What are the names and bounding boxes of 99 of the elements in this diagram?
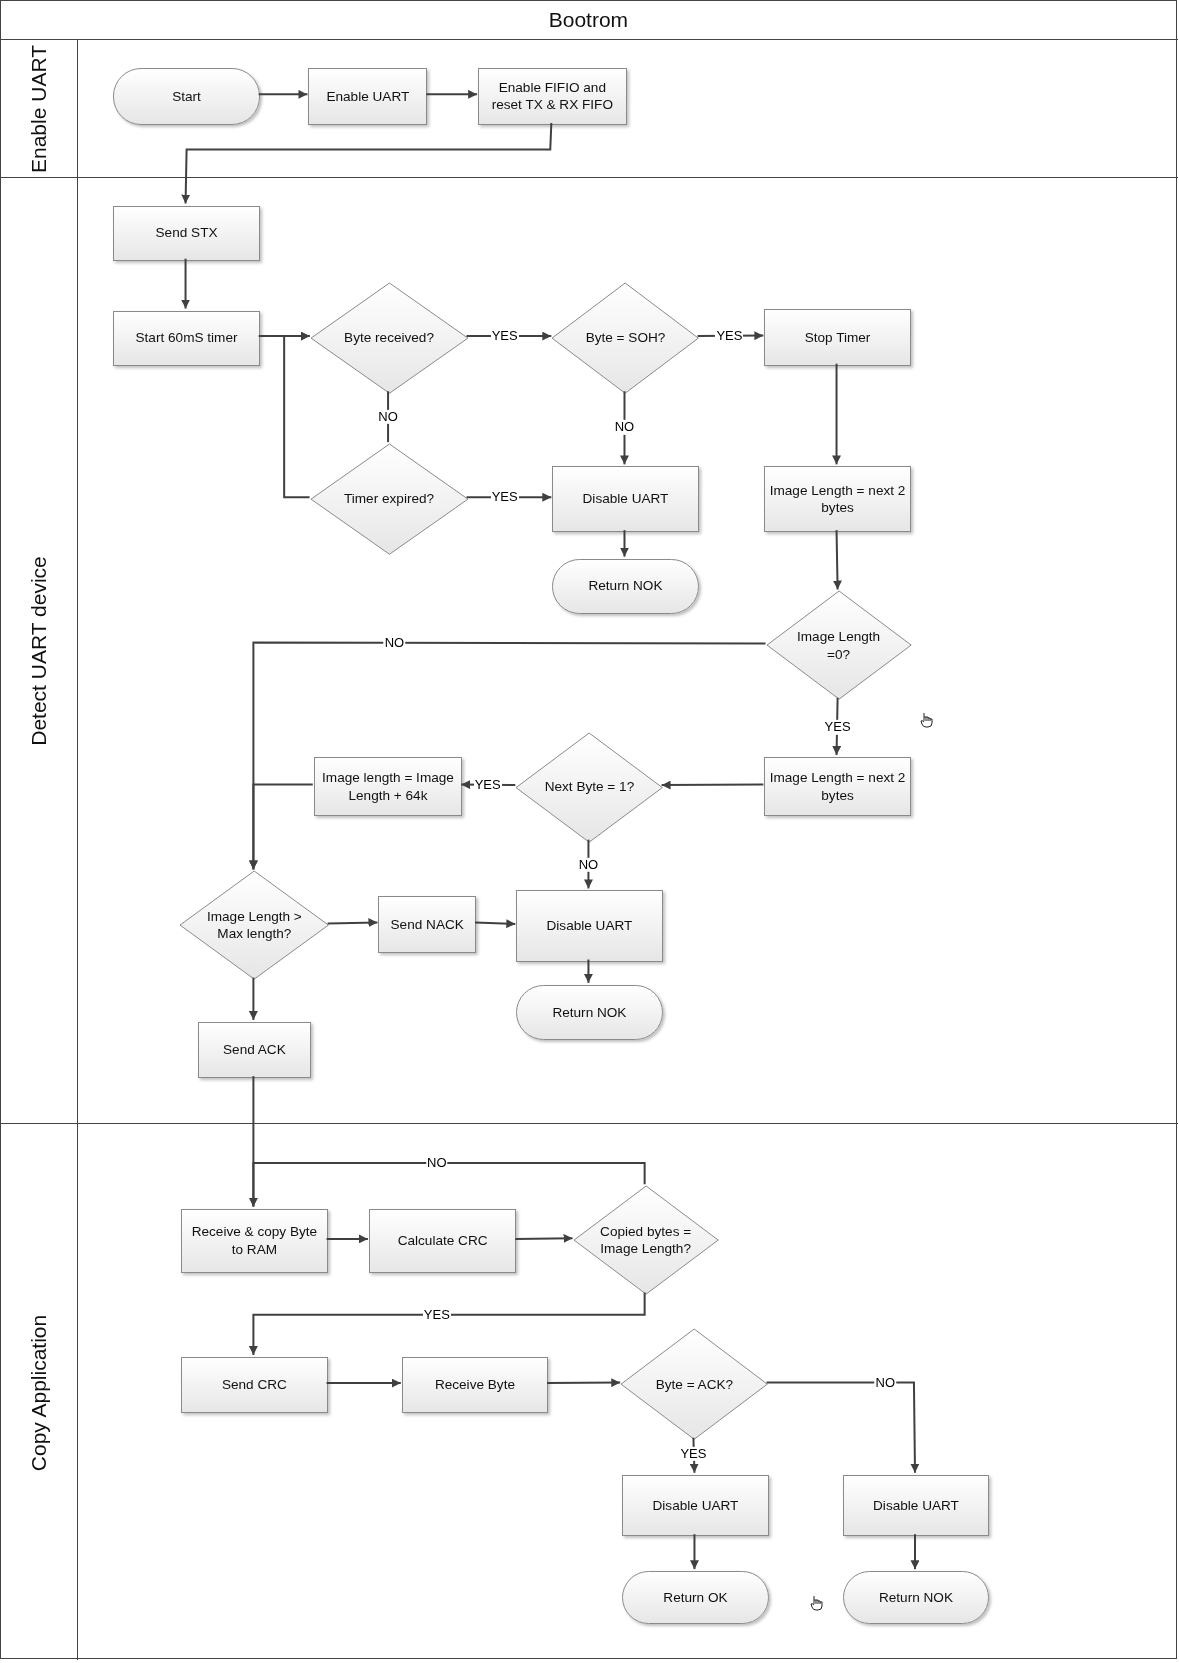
process-box xyxy=(764,756,911,817)
decision-diamond xyxy=(552,282,699,394)
process-box xyxy=(113,310,260,366)
connector-arrow xyxy=(832,529,842,591)
node-label: Return NOK xyxy=(551,1003,628,1022)
terminator-shape xyxy=(842,1571,990,1625)
node-label: Start xyxy=(171,87,202,106)
swimlane-lane xyxy=(1,1122,1178,1661)
node-label: Send NACK xyxy=(389,915,465,934)
edge-label: YES xyxy=(679,1446,708,1461)
node-label: Receive Byte xyxy=(433,1376,516,1394)
connector-arrow xyxy=(325,1378,402,1388)
connector-arrow xyxy=(257,89,309,99)
node-label: Disable UART xyxy=(545,917,634,935)
node-label: Start 60mS timer xyxy=(134,329,239,347)
node-label: Disable UART xyxy=(651,1496,740,1515)
edge-label: NO xyxy=(874,1375,897,1390)
process-box xyxy=(622,1474,769,1537)
node-label: Image Length > Max length? xyxy=(205,907,303,944)
edge-label: YES xyxy=(473,777,502,792)
edge-label: NO xyxy=(613,420,636,435)
node-label: Image Length = next 2 bytes xyxy=(768,481,907,517)
swimlane-lane xyxy=(1,39,1178,177)
node-label: Byte = SOH? xyxy=(584,329,667,347)
process-box xyxy=(308,67,428,125)
node-label: Receive & copy Byte to RAM xyxy=(190,1223,319,1259)
node-label: Send ACK xyxy=(222,1041,287,1059)
connector-arrow xyxy=(181,257,191,310)
pool-title: Bootrom xyxy=(547,7,630,33)
node-label: Enable FIFIO and reset TX & RX FIFO xyxy=(490,78,614,114)
connector-arrow xyxy=(248,976,258,1021)
process-box xyxy=(516,890,663,962)
process-box xyxy=(313,756,463,817)
connector-arrow xyxy=(326,918,379,928)
decision-diamond xyxy=(180,871,329,980)
decision-diamond xyxy=(766,591,911,700)
terminator-shape xyxy=(516,984,663,1040)
node-label: Timer expired? xyxy=(342,490,436,509)
node-label: Disable UART xyxy=(581,490,670,509)
node-label: Send CRC xyxy=(220,1376,288,1394)
edge-label: NO xyxy=(383,635,406,650)
edge-label: NO xyxy=(577,858,600,873)
connector-arrow xyxy=(546,1378,622,1388)
process-box xyxy=(113,205,260,261)
process-box xyxy=(181,1357,328,1414)
decision-diamond xyxy=(310,444,468,555)
process-box xyxy=(198,1021,311,1079)
terminator-shape xyxy=(113,67,260,125)
node-label: Copied bytes = Image Length? xyxy=(599,1222,693,1258)
node-label: Image Length =0? xyxy=(796,627,882,664)
process-box xyxy=(368,1208,517,1274)
connector-arrow xyxy=(514,1233,574,1243)
edge-label: YES xyxy=(422,1307,451,1322)
lane-label: Detect UART device xyxy=(27,556,52,746)
connector-arrow xyxy=(283,331,311,499)
process-box xyxy=(764,466,911,533)
process-box xyxy=(764,309,911,366)
connector-arrow xyxy=(181,122,553,205)
node-label: Enable UART xyxy=(325,87,411,106)
connector-arrow xyxy=(689,1533,699,1571)
process-box xyxy=(842,1474,990,1537)
node-label: Image length = Image Length + 64k xyxy=(321,768,455,805)
connector-arrow xyxy=(248,1162,646,1208)
connector-arrow xyxy=(832,362,842,466)
connector-arrow xyxy=(248,1291,646,1356)
process-box xyxy=(552,466,699,533)
connector-arrow xyxy=(583,958,593,984)
connector-arrow xyxy=(425,89,479,99)
process-box xyxy=(378,895,476,954)
node-label: Next Byte = 1? xyxy=(543,778,636,796)
decision-diamond xyxy=(516,732,663,842)
node-label: Stop Timer xyxy=(803,328,872,347)
decision-diamond xyxy=(310,282,468,394)
node-label: Disable UART xyxy=(872,1496,960,1515)
edge-label: YES xyxy=(823,720,852,735)
connector-arrow xyxy=(325,1234,369,1244)
process-box xyxy=(478,67,627,125)
node-label: Byte received? xyxy=(343,329,435,347)
node-label: Byte = ACK? xyxy=(654,1375,735,1394)
connector-arrow xyxy=(620,529,629,558)
process-box xyxy=(401,1357,549,1414)
connector-arrow xyxy=(248,783,314,871)
node-label: Image Length = next 2 bytes xyxy=(768,768,907,805)
connector-arrow xyxy=(474,919,517,929)
node-label: Return OK xyxy=(662,1588,729,1607)
connector-arrow xyxy=(620,390,629,466)
node-label: Return NOK xyxy=(877,1588,954,1607)
connector-arrow xyxy=(765,1381,920,1474)
terminator-shape xyxy=(552,558,699,614)
decision-diamond xyxy=(621,1329,768,1440)
edge-label: NO xyxy=(377,409,399,424)
connector-arrow xyxy=(910,1533,920,1571)
lane-label: Enable UART xyxy=(27,45,52,174)
decision-diamond xyxy=(573,1186,718,1295)
connector-arrow xyxy=(660,780,765,790)
terminator-shape xyxy=(622,1571,769,1625)
lane-label: Copy Application xyxy=(27,1314,52,1471)
swimlane-lane xyxy=(1,177,1178,1123)
node-label: Calculate CRC xyxy=(396,1232,489,1250)
